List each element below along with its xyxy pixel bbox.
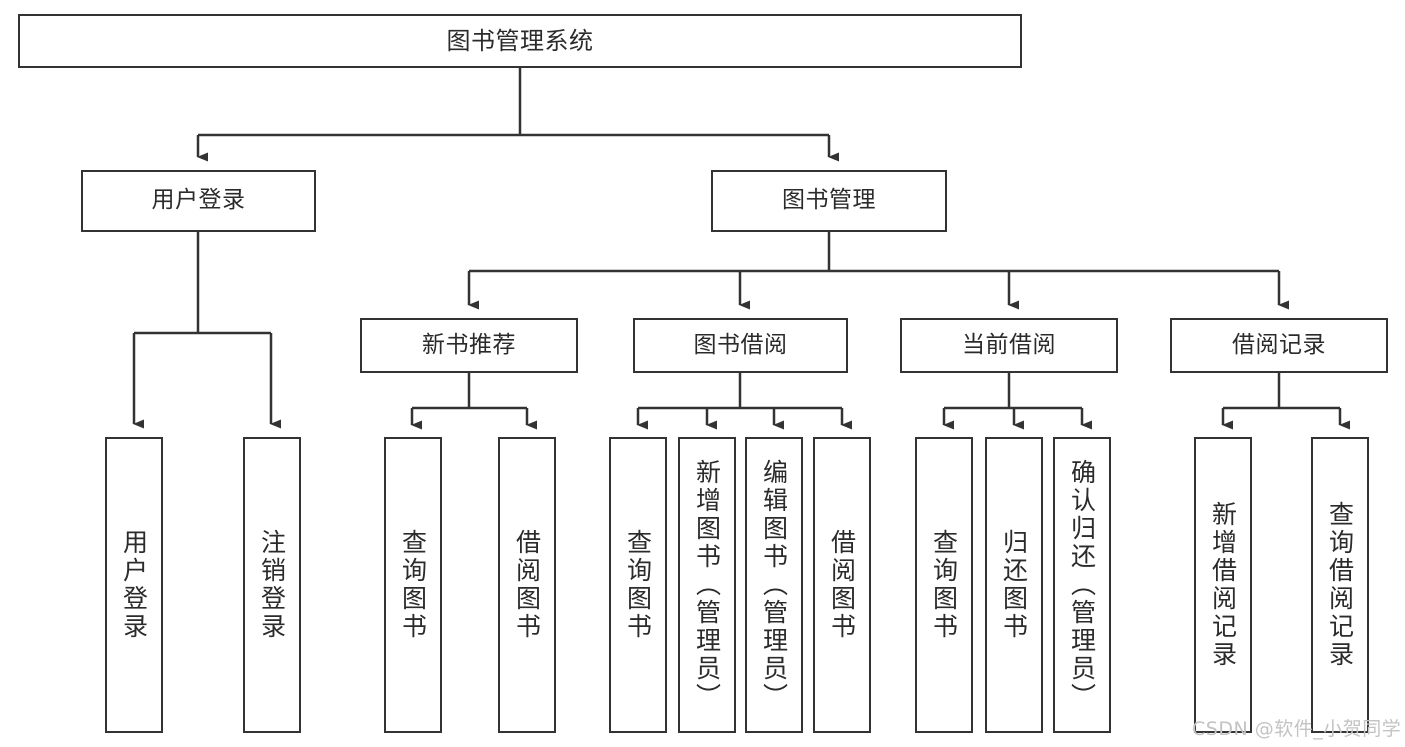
leaf-current-borrow-1-label: 查询图书 (929, 529, 959, 641)
leaf-current-borrow-2[interactable]: 归还图书 (985, 437, 1043, 733)
node-book-borrow[interactable]: 图书借阅 (633, 318, 848, 373)
leaf-current-borrow-2-label: 归还图书 (999, 529, 1029, 641)
leaf-book-borrow-4-label: 借阅图书 (827, 529, 857, 641)
leaf-recommend-2[interactable]: 借阅图书 (498, 437, 556, 733)
node-current-borrow-label: 当前借阅 (962, 331, 1056, 358)
leaf-borrow-record-1-label: 新增借阅记录 (1208, 501, 1238, 669)
leaf-book-borrow-2[interactable]: 新增图书（管理员） (678, 437, 736, 733)
leaf-book-borrow-3[interactable]: 编辑图书（管理员） (745, 437, 803, 733)
leaf-book-borrow-2-label: 新增图书（管理员） (692, 459, 722, 711)
leaf-recommend-2-label: 借阅图书 (512, 529, 542, 641)
leaf-user-login-1-label: 用户登录 (119, 529, 149, 641)
leaf-recommend-1[interactable]: 查询图书 (384, 437, 442, 733)
leaf-current-borrow-1[interactable]: 查询图书 (915, 437, 973, 733)
leaf-borrow-record-1[interactable]: 新增借阅记录 (1194, 437, 1252, 733)
csdn-watermark: CSDN @软件_小贺同学 (1192, 718, 1402, 740)
node-borrow-record[interactable]: 借阅记录 (1170, 318, 1388, 373)
leaf-borrow-record-2[interactable]: 查询借阅记录 (1311, 437, 1369, 733)
node-book-borrow-label: 图书借阅 (693, 331, 788, 358)
node-borrow-record-label: 借阅记录 (1232, 331, 1326, 358)
node-new-book-recommend-label: 新书推荐 (422, 331, 516, 358)
node-root-label: 图书管理系统 (446, 26, 594, 55)
node-current-borrow[interactable]: 当前借阅 (900, 318, 1118, 373)
leaf-current-borrow-3[interactable]: 确认归还（管理员） (1053, 437, 1111, 733)
leaf-book-borrow-1-label: 查询图书 (623, 529, 653, 641)
node-user-login-label: 用户登录 (151, 187, 246, 214)
node-root[interactable]: 图书管理系统 (18, 14, 1022, 68)
leaf-user-login-1[interactable]: 用户登录 (105, 437, 163, 733)
node-book-manage[interactable]: 图书管理 (711, 170, 947, 232)
leaf-user-login-2-label: 注销登录 (257, 529, 287, 641)
node-new-book-recommend[interactable]: 新书推荐 (360, 318, 578, 373)
leaf-recommend-1-label: 查询图书 (398, 529, 428, 641)
leaf-book-borrow-4[interactable]: 借阅图书 (813, 437, 871, 733)
leaf-book-borrow-1[interactable]: 查询图书 (609, 437, 667, 733)
leaf-book-borrow-3-label: 编辑图书（管理员） (759, 459, 789, 711)
leaf-user-login-2[interactable]: 注销登录 (243, 437, 301, 733)
leaf-current-borrow-3-label: 确认归还（管理员） (1067, 459, 1097, 711)
leaf-borrow-record-2-label: 查询借阅记录 (1325, 501, 1355, 669)
node-user-login[interactable]: 用户登录 (81, 170, 316, 232)
node-book-manage-label: 图书管理 (782, 187, 876, 214)
